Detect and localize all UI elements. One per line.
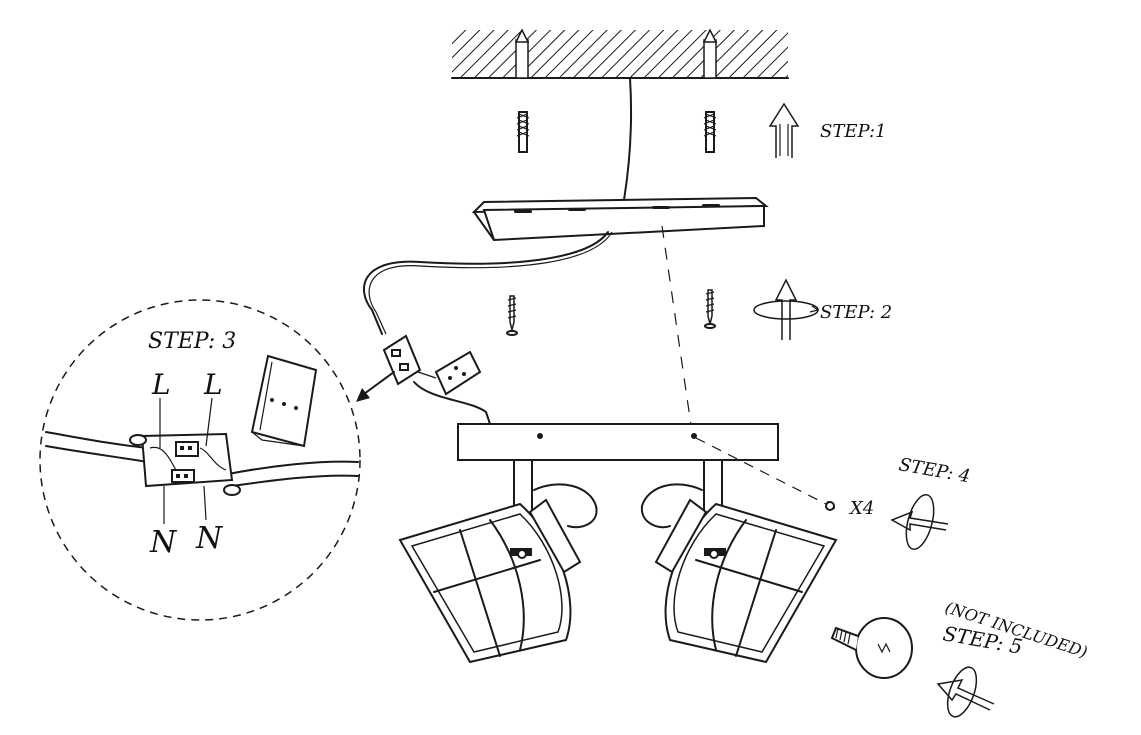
live-label-left: L: [151, 368, 171, 401]
connector-cover: [434, 350, 482, 396]
up-arrow-icon: [768, 102, 800, 158]
supply-cable: [363, 231, 609, 335]
ceiling-hole-left: [515, 39, 529, 79]
live-label-right: L: [203, 368, 223, 401]
light-bulb-icon: [830, 617, 913, 679]
zoom-arrow-icon: [356, 371, 395, 402]
step-3-label: STEP: 3: [148, 329, 236, 354]
ceiling-base: [457, 423, 779, 461]
lamp-shade-right: [654, 498, 838, 664]
connector-block: [382, 334, 482, 396]
cable-to-base: [413, 381, 491, 425]
wall-plug-right: [703, 111, 717, 153]
step-4-label: STEP: 4: [897, 454, 972, 487]
mounting-bracket: [471, 196, 769, 242]
neutral-label-left: N: [149, 525, 178, 560]
small-screw-icon: [825, 501, 835, 511]
screw-right: [704, 289, 716, 329]
wiring-detail-circle: [39, 299, 361, 621]
screws-quantity-label: X4: [848, 498, 874, 519]
rotate-arrow-step5-icon: [936, 666, 995, 718]
terminal-cover: [250, 354, 318, 448]
lamp-shade-left: [398, 498, 582, 664]
neutral-label-right: N: [195, 521, 224, 556]
step-1-label: STEP:1: [820, 121, 886, 142]
terminal-block: [129, 432, 241, 496]
ceiling-hole-right: [703, 39, 717, 79]
ceiling-cable: [623, 77, 633, 201]
ceiling: [451, 28, 789, 79]
screw-left: [506, 295, 518, 336]
alignment-line: [661, 225, 693, 433]
rotate-up-arrow-icon: [753, 278, 820, 340]
wall-plug-left: [516, 111, 530, 153]
rotate-arrow-step4-icon: [890, 494, 949, 550]
step-2-label: STEP: 2: [820, 302, 892, 323]
